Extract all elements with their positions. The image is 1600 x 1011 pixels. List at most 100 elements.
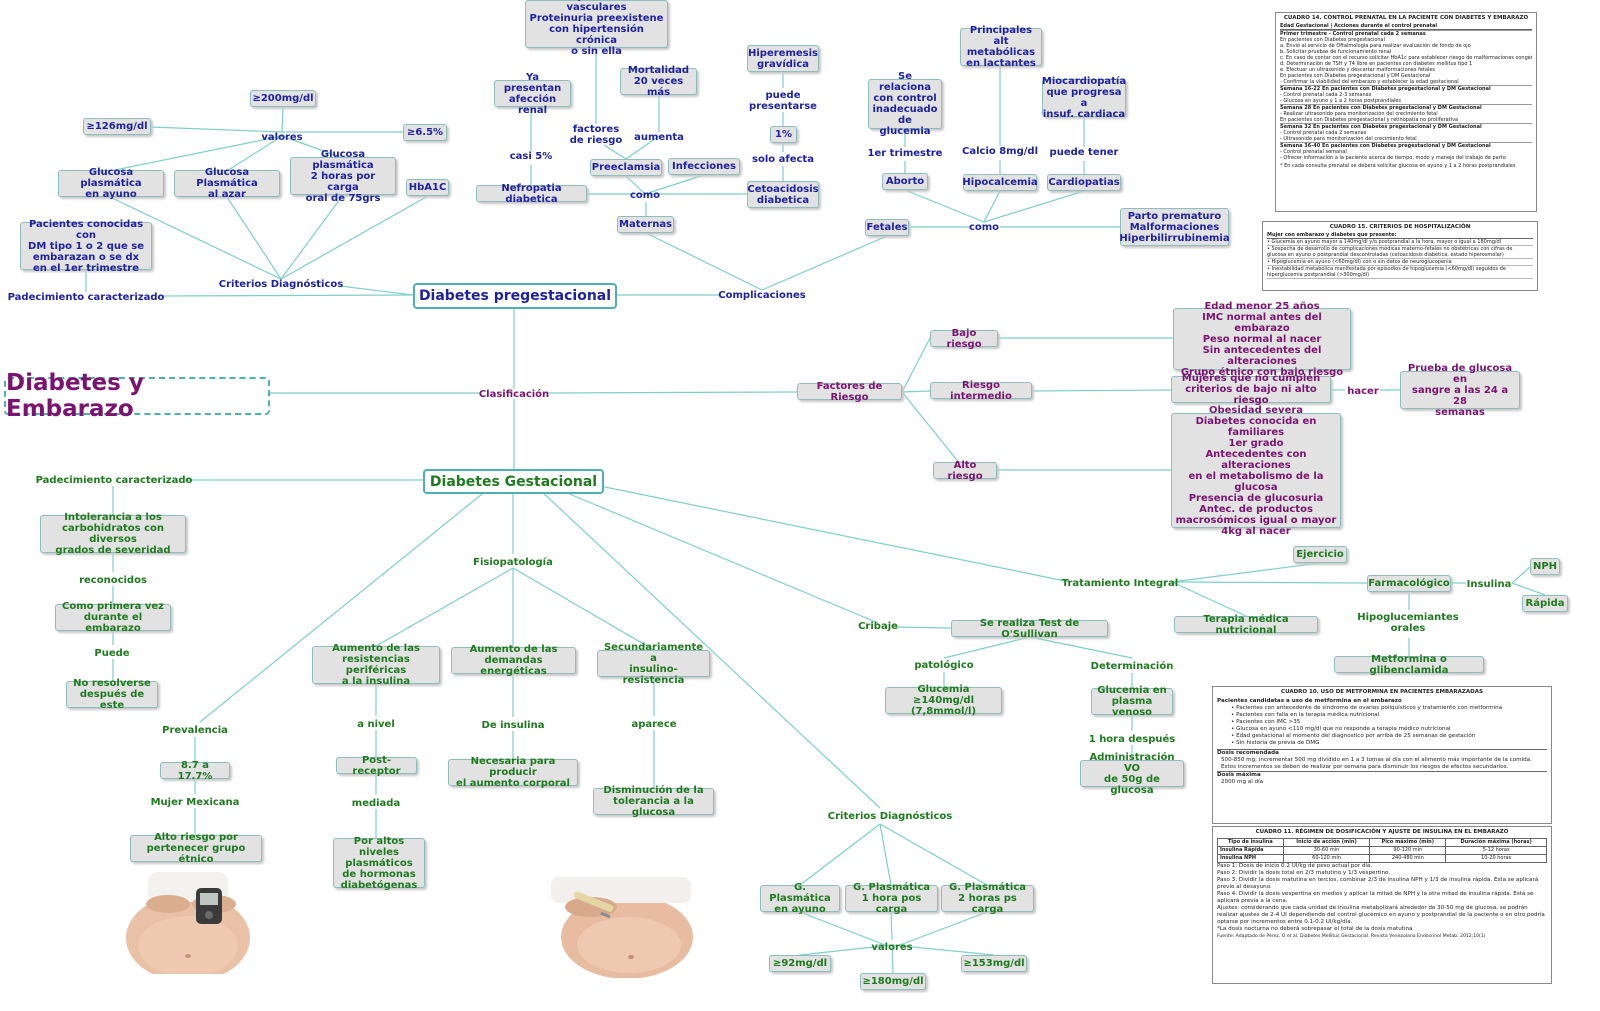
cuadro11-paso: *La dosis nocturna no deberá sobrepasar … <box>1217 926 1413 932</box>
cuadro11-header-cell: Pico máximo (min) <box>1369 838 1447 847</box>
label-puede-tener: puede tener <box>1049 147 1119 158</box>
node-ya-presentan: Ya presentan afección renal <box>494 72 571 116</box>
label-cribaje: Cribaje <box>858 621 898 632</box>
cuadro15-item: • Inestabilidad metabólica manifestada p… <box>1267 266 1533 279</box>
cuadro14-row: - Confirmar la viabilidad del embarazo y… <box>1280 79 1459 85</box>
cuadro11-paso: Paso 4: Dividir la dosis vespertina en m… <box>1217 891 1534 904</box>
connector-line <box>109 196 282 280</box>
cuadro14-row: Semana 16-22 En pacientes con Diabetes p… <box>1280 85 1532 92</box>
label-1er-trimestre: 1er trimestre <box>867 148 943 159</box>
pregestational-hub: Diabetes pregestacional <box>413 283 617 309</box>
cuadro10-title: CUADRO 10. USO DE METFORMINA EN PACIENTE… <box>1281 689 1483 695</box>
node-v126: ≥126mg/dl <box>83 118 151 135</box>
cuadro11-paso: Paso 2: Dividir la dosis total en 2/3 ma… <box>1217 870 1391 876</box>
node-g-1h: G. Plasmática 1 hora pos carga <box>845 882 938 915</box>
connector-line <box>894 626 952 629</box>
node-no-resolverse: No resolverse después de este <box>66 678 158 711</box>
connector-line <box>109 135 283 172</box>
label-valores-ges: valores <box>871 942 913 953</box>
connector-line <box>1171 581 1368 584</box>
connector-line <box>799 823 881 886</box>
cuadro11-cell: Insulina NPH <box>1217 854 1284 863</box>
connector-line <box>281 106 284 133</box>
connector-line <box>625 135 660 160</box>
connector-line <box>280 195 429 280</box>
node-metformina: Metformina o glibenclamida <box>1334 654 1484 676</box>
label-como-maternas: como <box>629 190 661 201</box>
cuadro10-item: • Pacientes con IMC >35 <box>1231 719 1301 725</box>
node-glucemia-plasma: Glucemia en plasma venoso <box>1091 685 1173 718</box>
connector-line <box>625 175 646 195</box>
connector-line <box>1029 636 1133 659</box>
node-aumento-resistencias: Aumento de las resistencias periféricas … <box>312 643 440 687</box>
label-patologico: patológico <box>914 660 974 671</box>
node-v92: ≥92mg/dl <box>769 955 831 972</box>
cuadro10-table: CUADRO 10. USO DE METFORMINA EN PACIENTE… <box>1212 686 1552 824</box>
cuadro15-table: CUADRO 15. CRITERIOS DE HOSPITALIZACIÓN … <box>1262 221 1538 291</box>
node-alto-desc: Obesidad severa Diabetes conocida en fam… <box>1171 405 1341 537</box>
label-como-fetales: como <box>968 222 1000 233</box>
connector-line <box>901 390 931 393</box>
connector-line <box>645 232 763 291</box>
connector-line <box>159 294 414 297</box>
cuadro10-dosis: 500-850 mg; incrementar 500 mg dividido … <box>1221 757 1532 770</box>
cuadro14-row: En pacientes con Diabetes pregestacional… <box>1280 117 1459 123</box>
cuadro15-body: Mujer con embarazo y diabetes que presen… <box>1267 232 1533 279</box>
label-criterios-ges: Criterios Diagnósticos <box>827 811 953 822</box>
cuadro10-item: • Edad gestacional al momento del diagno… <box>1231 733 1476 739</box>
cuadro14-footnote: * En cada consulta prenatal se deberá so… <box>1280 163 1516 169</box>
label-mujer-mexicana: Mujer Mexicana <box>150 797 240 808</box>
cuadro11-cell: Insulina Rápida <box>1217 846 1284 855</box>
label-insulina: Insulina <box>1466 579 1512 590</box>
connector-line <box>1511 582 1546 596</box>
connector-line <box>901 337 931 393</box>
cuadro14-row: - Control prenatal cada 2 semanas <box>1280 130 1367 136</box>
cuadro14-row: En pacientes con Diabetes pregestacional <box>1280 37 1386 43</box>
cuadro14-row: b. Solicitar pruebas de funcionamiento r… <box>1280 49 1392 55</box>
cuadro11-cell: 60-120 min <box>1282 854 1371 863</box>
connector-line <box>890 911 893 941</box>
cuadro14-row: d. Determinación de TSH y T4 libre en pa… <box>1280 61 1473 67</box>
node-alto-riesgo-etnico: Alto riesgo por pertenecer grupo étnico <box>130 832 262 865</box>
cuadro14-row: - Control prenatal cada 2-3 semanas <box>1280 92 1372 98</box>
label-complicaciones: Complicaciones <box>718 290 806 301</box>
connector-line <box>901 391 966 471</box>
connector-line <box>226 135 283 172</box>
cuadro11-header-cell: Duración máxima (horas) <box>1445 838 1547 847</box>
cuadro14-row: - Realizar ultrasonido para monitorizaci… <box>1280 111 1438 117</box>
node-intermedio-desc: Mujeres que no cumplen criterios de bajo… <box>1171 373 1331 406</box>
cuadro10-heading: Dosis recomendada <box>1217 749 1547 757</box>
cuadro15-title: CUADRO 15. CRITERIOS DE HOSPITALIZACIÓN <box>1329 224 1471 230</box>
label-puede-presentarse: puede presentarse <box>749 90 817 112</box>
node-maternas: Maternas <box>617 216 674 233</box>
cuadro15-item: • Hipoglucemia en ayuno (<60mg/dl) con o… <box>1267 259 1533 266</box>
cuadro14-row: - Ultrasonido para monitorización del cr… <box>1280 136 1417 142</box>
cuadro14-table: CUADRO 14. CONTROL PRENATAL EN LA PACIEN… <box>1275 12 1537 212</box>
cuadro10-item: • Glucosa en ayuno <110 mg/dl que no res… <box>1231 726 1451 732</box>
node-ejercicio: Ejercicio <box>1293 546 1347 563</box>
cuadro11-header-cell: Tipo de insulina <box>1217 838 1284 847</box>
node-altos-niveles: Por altos niveles plasmáticos de hormona… <box>333 836 425 891</box>
label-reconocidos: reconocidos <box>79 575 147 586</box>
connector-line <box>1171 562 1321 583</box>
cuadro11-paso: Paso 1: Dosis de inicio 0.2 UI/kg de pes… <box>1217 863 1373 869</box>
label-casi5: casi 5% <box>509 151 553 162</box>
cuadro14-row: - Ofrecer información a la paciente acer… <box>1280 155 1506 161</box>
connector-line <box>539 489 881 809</box>
cuadro15-item: • Glucemia en ayuno mayor a 140mg/dl y/o… <box>1267 239 1533 246</box>
label-criterios-pre: Criterios Diagnósticos <box>218 279 344 290</box>
cuadro11-paso: Ajustes: considerando que cada unidad de… <box>1217 905 1545 925</box>
cuadro11-table: CUADRO 11. RÉGIMEN DE DOSIFICACIÓN Y AJU… <box>1212 826 1552 984</box>
cuadro14-row: Primer trimestre - Control prenatal cada… <box>1280 30 1532 37</box>
node-hiperemesis: Hiperemesis gravídica <box>747 45 819 72</box>
pregnant-glucometer-photo <box>108 866 266 974</box>
cuadro14-row: - Control prenatal semanal <box>1280 149 1347 155</box>
connector-line <box>891 944 995 956</box>
label-padecimiento-pre: Padecimiento caracterizado <box>7 292 165 303</box>
cuadro14-row: Semana 32 En pacientes con Diabetes preg… <box>1280 123 1532 130</box>
node-bajo-riesgo: Bajo riesgo <box>930 328 998 350</box>
label-determinacion: Determinación <box>1090 661 1174 672</box>
connector-line <box>879 823 892 886</box>
